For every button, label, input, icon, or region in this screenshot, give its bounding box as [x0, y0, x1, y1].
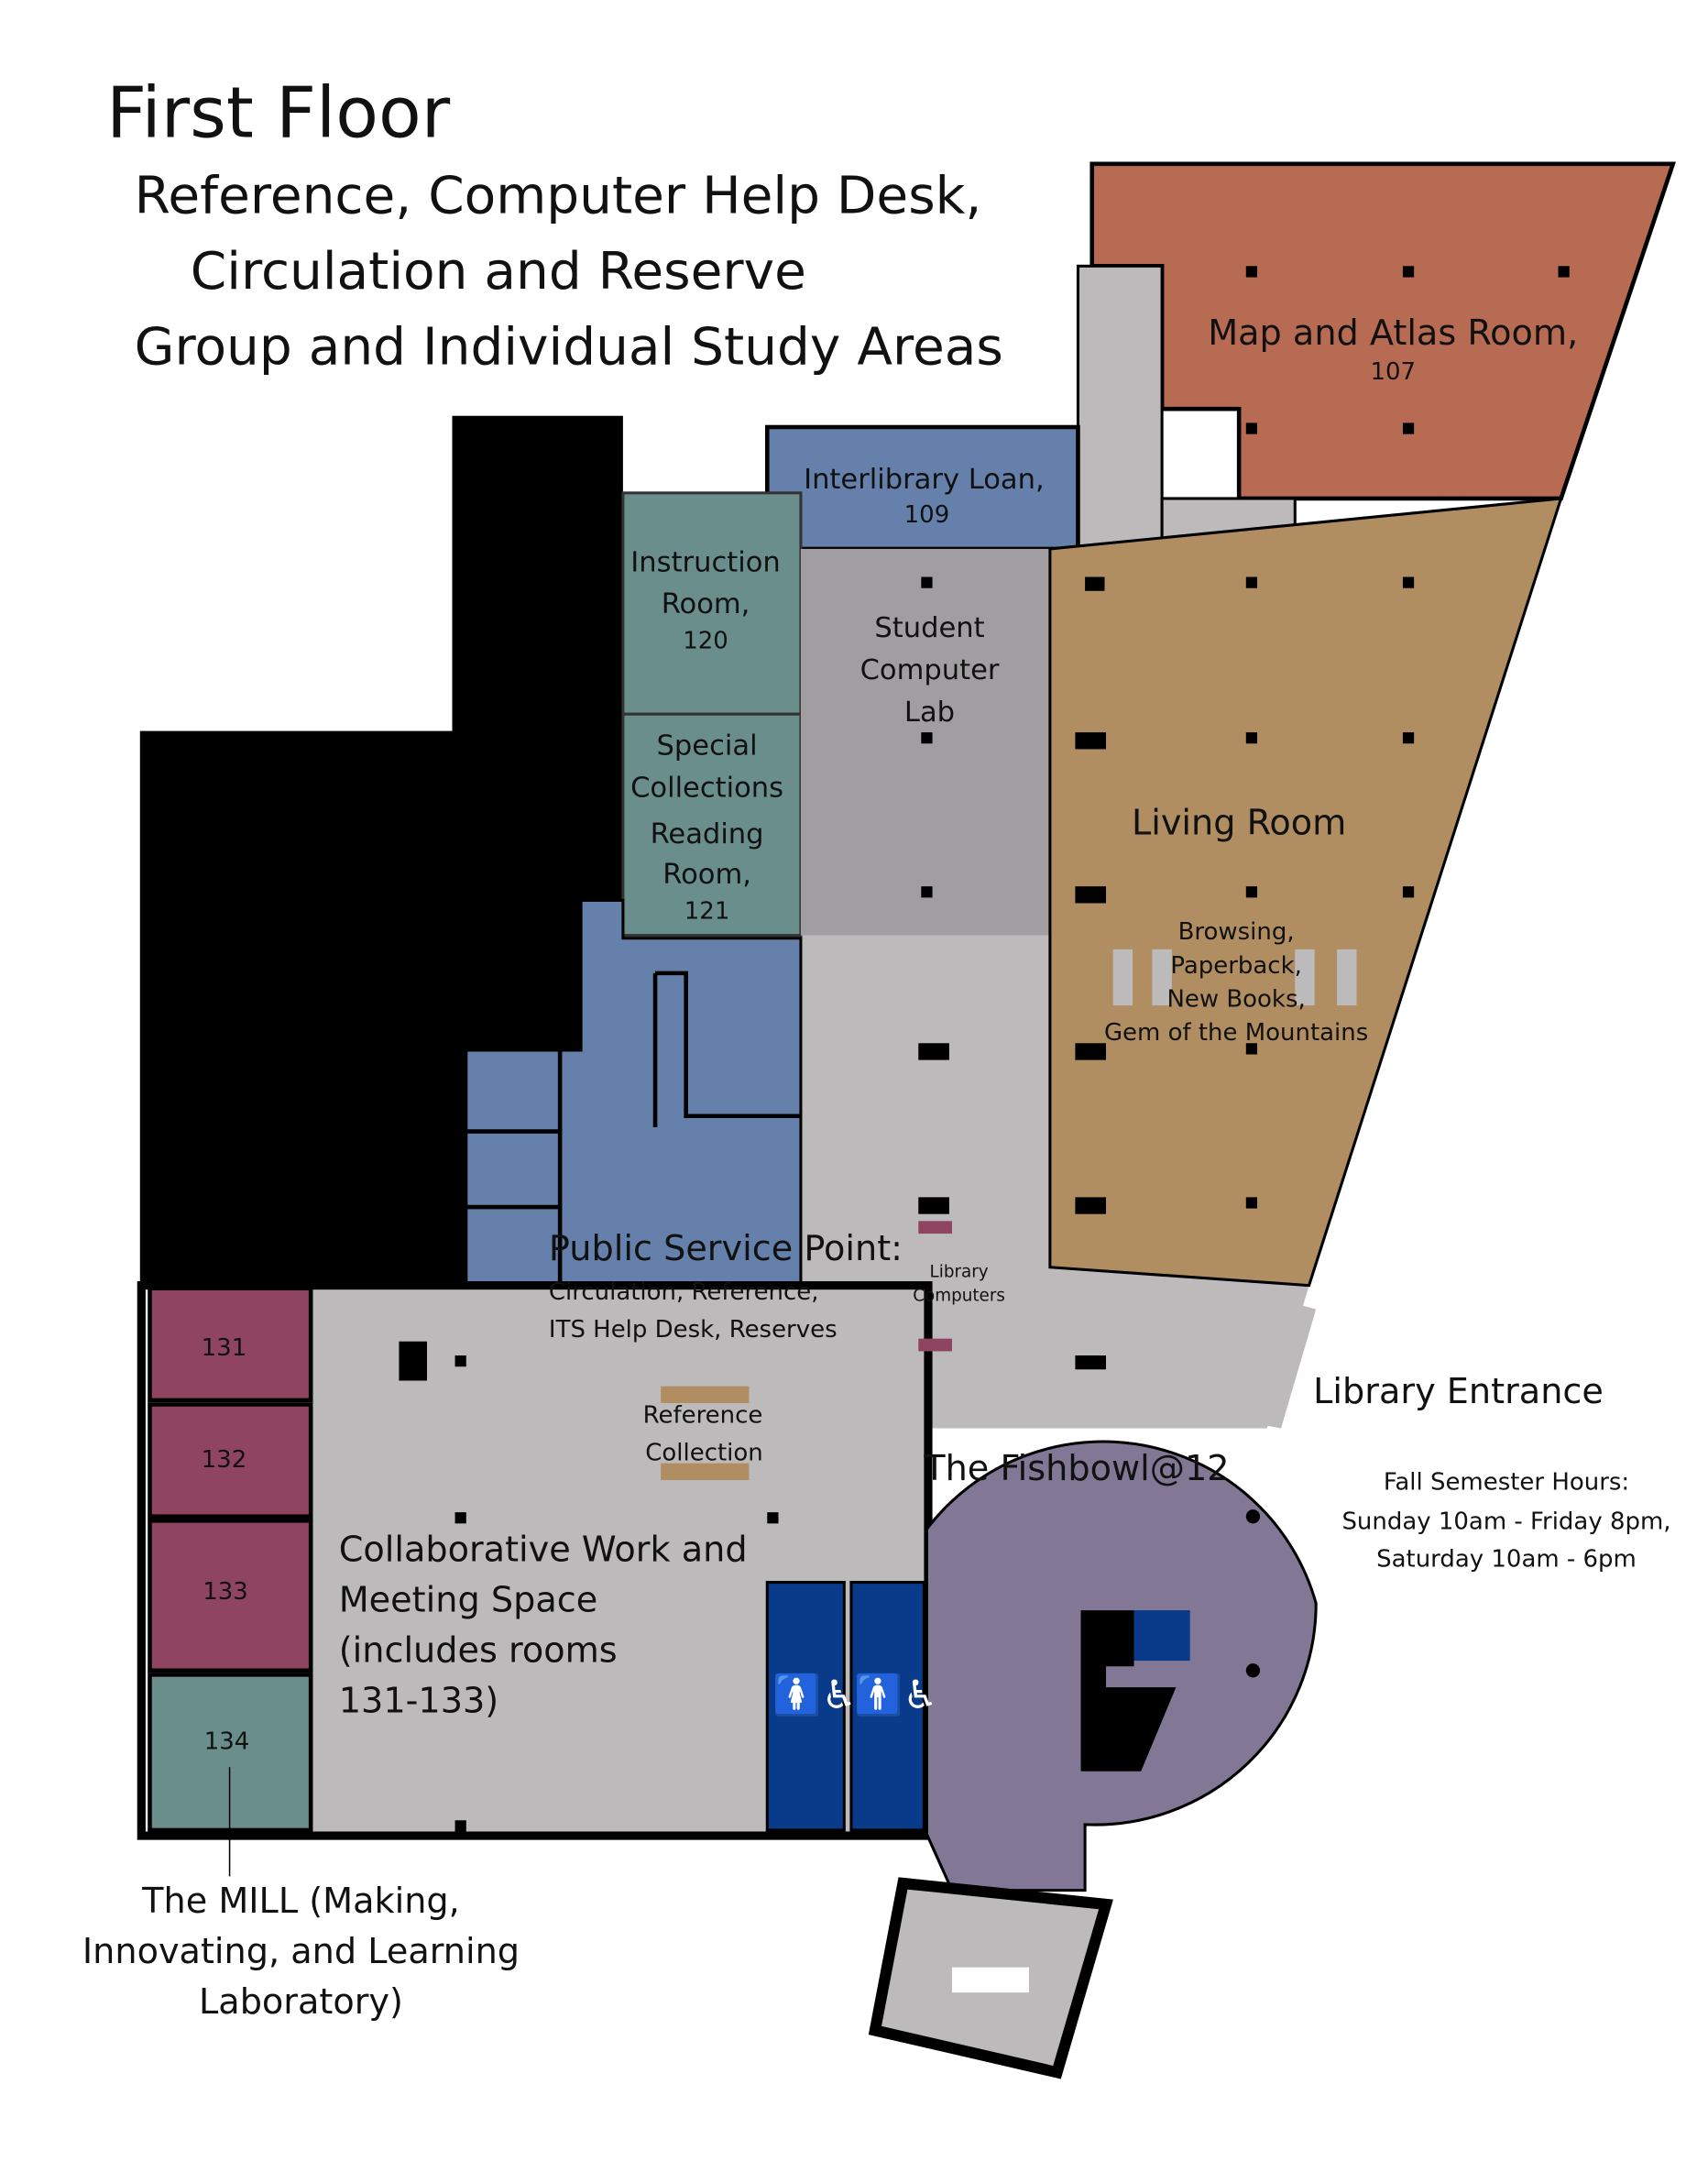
mill-label: Innovating, and Learning [82, 1932, 520, 1972]
living-room-detail: Gem of the Mountains [1104, 1019, 1368, 1047]
collaborative-space-label: Collaborative Work and [339, 1530, 748, 1571]
room-133[interactable] [148, 1519, 313, 1673]
restroom-icon: 🚹♿ [854, 1673, 938, 1718]
public-service-detail: ITS Help Desk, Reserves [549, 1316, 838, 1344]
special-collections-label: Room, [662, 859, 751, 891]
reference-collection-label: Reference [643, 1401, 763, 1429]
reference-collection-label: Collection [645, 1440, 762, 1467]
computer-lab-label: Student [874, 612, 984, 644]
map-atlas-room-number: 107 [1370, 358, 1416, 386]
room-132[interactable] [148, 1402, 313, 1519]
living-room[interactable] [1048, 497, 1563, 1288]
room-131[interactable] [148, 1286, 313, 1403]
restroom-icon: 🚺♿ [772, 1673, 857, 1718]
instruction-room-label: Instruction [630, 546, 781, 578]
special-collections-label: Reading [651, 818, 764, 850]
map-atlas-room-label: Map and Atlas Room, [1208, 313, 1578, 354]
fishbowl-structure [1080, 1610, 1177, 1772]
room-133-label: 133 [203, 1578, 248, 1606]
page-title: First Floor [106, 73, 451, 155]
unused-building-area [139, 415, 623, 1286]
computer-station [918, 1221, 952, 1234]
instruction-room-number: 120 [683, 627, 728, 654]
hours-line: Saturday 10am - 6pm [1376, 1546, 1637, 1574]
meeting-rooms [148, 1286, 313, 1833]
computer-station [918, 1338, 952, 1352]
special-collections-number: 121 [684, 897, 730, 925]
public-service-detail: Circulation, Reference, [549, 1278, 819, 1306]
collaborative-space-label: 131-133) [339, 1682, 498, 1722]
collaborative-space-label: Meeting Space [339, 1581, 597, 1621]
fishbowl-label: The Fishbowl@12 [923, 1449, 1229, 1489]
columns [399, 266, 1570, 1832]
subtitle-line-3: Group and Individual Study Areas [135, 317, 1003, 377]
library-computers-label: Library [930, 1262, 989, 1281]
subtitle-line-2: Circulation and Reserve [191, 242, 806, 302]
reference-shelf [661, 1386, 750, 1403]
womens-restroom[interactable] [765, 1580, 846, 1832]
subtitle-line-1: Reference, Computer Help Desk, [135, 166, 982, 225]
landing [951, 1967, 1029, 1993]
living-room-detail: Paperback, [1170, 952, 1302, 980]
living-room-detail: New Books, [1166, 986, 1305, 1014]
instruction-room[interactable] [621, 491, 803, 716]
interlibrary-loan-room[interactable] [764, 424, 1080, 552]
office-walls [465, 971, 801, 1286]
computer-lab-label: Computer [860, 654, 1000, 686]
room-134-label: 134 [204, 1728, 250, 1755]
stairwell [1076, 264, 1164, 548]
public-service-point-label: Public Service Point: [549, 1229, 903, 1269]
library-entrance-label[interactable]: Library Entrance [1313, 1372, 1604, 1412]
hours-label: Fall Semester Hours: [1384, 1469, 1629, 1497]
fishbowl-restroom [1133, 1610, 1190, 1662]
collaborative-space-label: (includes rooms [339, 1631, 618, 1672]
bookshelves [1112, 949, 1357, 1006]
interlibrary-loan-label: Interlibrary Loan, [804, 464, 1045, 496]
special-collections-label: Special [657, 730, 758, 762]
mens-restroom[interactable] [849, 1580, 925, 1832]
living-room-label: Living Room [1132, 804, 1346, 844]
reference-shelf [661, 1463, 750, 1480]
computer-lab-label: Lab [904, 697, 955, 729]
mill-label: Laboratory) [199, 1982, 403, 2023]
hours-line: Sunday 10am - Friday 8pm, [1341, 1508, 1670, 1535]
room-131-label: 131 [202, 1334, 247, 1362]
special-collections-label: Collections [630, 772, 783, 804]
instruction-room-label: Room, [662, 588, 750, 620]
library-computers-label: Computers [913, 1286, 1005, 1305]
room-132-label: 132 [202, 1446, 247, 1474]
living-room-detail: Browsing, [1178, 918, 1295, 946]
special-collections-room[interactable] [621, 712, 803, 938]
mill-label: The MILL (Making, [141, 1881, 460, 1922]
interlibrary-loan-number: 109 [904, 501, 950, 529]
